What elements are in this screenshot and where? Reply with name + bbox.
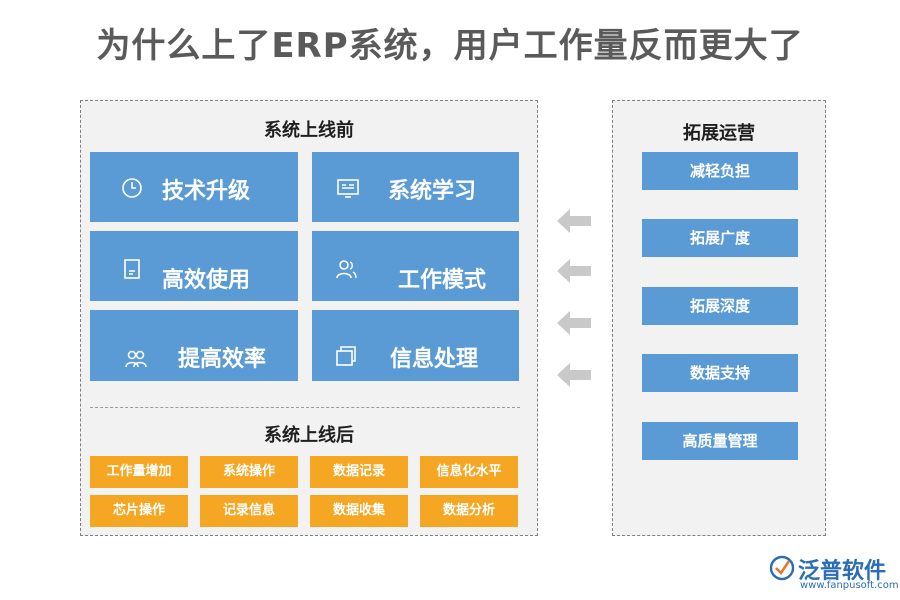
screen-icon <box>337 179 359 198</box>
page-title: 为什么上了ERP系统，用户工作量反而更大了 <box>96 26 804 66</box>
after-item: 系统操作 <box>200 456 298 488</box>
tile-label: 提高效率 <box>178 347 267 372</box>
after-item: 工作量增加 <box>90 456 188 488</box>
person-icon <box>336 260 357 279</box>
after-item: 信息化水平 <box>420 456 518 488</box>
brand-url: www.fanpusoft.com <box>800 580 899 591</box>
after-item: 芯片操作 <box>90 495 188 527</box>
after-item: 数据分析 <box>420 495 518 527</box>
brand-name: 泛普软件 <box>798 559 887 584</box>
tile-label: 技术升级 <box>162 179 251 204</box>
expand-item: 数据支持 <box>642 354 798 392</box>
after-title: 系统上线后 <box>264 425 354 446</box>
tile-label: 信息处理 <box>390 347 479 372</box>
tile-label: 工作模式 <box>398 268 487 293</box>
tile-work-mode: 工作模式 <box>312 231 519 301</box>
tile-info-processing: 信息处理 <box>312 310 519 381</box>
windows-icon <box>336 346 356 366</box>
arrow-left-icon <box>557 363 591 387</box>
after-item: 数据收集 <box>310 495 408 527</box>
tile-label: 高效使用 <box>162 268 251 293</box>
tile-label: 系统学习 <box>388 179 477 204</box>
tile-improve-efficiency: 提高效率 <box>90 310 298 381</box>
arrow-left-icon <box>557 311 591 335</box>
users-icon <box>125 350 147 368</box>
section-divider <box>90 407 520 408</box>
expand-title: 拓展运营 <box>683 123 755 144</box>
after-item: 记录信息 <box>200 495 298 527</box>
tile-system-learning: 系统学习 <box>312 152 519 222</box>
tile-efficient-use: 高效使用 <box>90 231 298 301</box>
tile-tech-upgrade: 技术升级 <box>90 152 298 222</box>
brand-logo-icon <box>769 555 795 581</box>
arrow-left-icon <box>557 259 591 283</box>
expand-item: 高质量管理 <box>642 422 798 460</box>
before-title: 系统上线前 <box>264 120 354 141</box>
clock-icon <box>122 178 142 198</box>
document-icon <box>124 259 140 279</box>
expand-item: 减轻负担 <box>642 152 798 190</box>
expand-item: 拓展广度 <box>642 219 798 257</box>
after-item: 数据记录 <box>310 456 408 488</box>
expand-item: 拓展深度 <box>642 287 798 325</box>
arrow-left-icon <box>557 209 591 233</box>
